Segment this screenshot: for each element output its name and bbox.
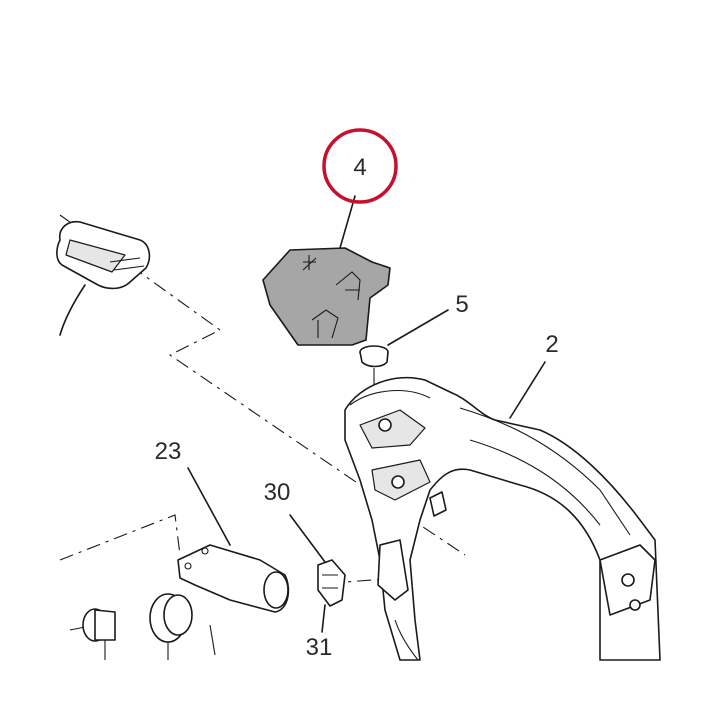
callout-2: 2: [545, 331, 558, 358]
highlight-ring: [322, 128, 398, 204]
callout-4: 4: [353, 154, 366, 181]
part-30-clip: [289, 514, 346, 607]
callout-23: 23: [155, 438, 182, 465]
part-31-leader: [321, 604, 326, 633]
part-2-bracket: [344, 361, 661, 661]
part-23-strap: [177, 467, 290, 613]
part-4-cover: [262, 195, 391, 346]
callout-5: 5: [455, 291, 468, 318]
callout-30: 30: [264, 479, 291, 506]
part-5-grommet: [359, 309, 449, 385]
part-4-cover-body: [262, 247, 391, 346]
connector-plug: [56, 220, 151, 336]
bushing-parts: [82, 593, 216, 660]
callout-31: 31: [306, 634, 333, 661]
